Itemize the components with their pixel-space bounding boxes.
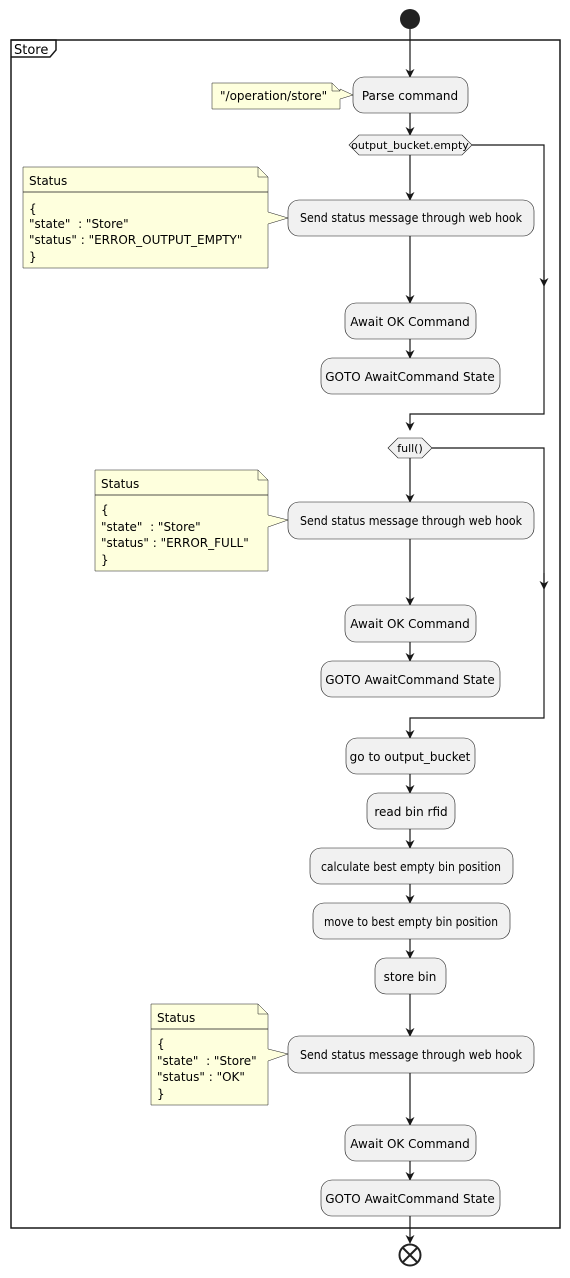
activity-send-status-1: Send status message through web hook (287, 199, 535, 237)
activity-goto-await-3: GOTO AwaitCommand State (320, 1179, 501, 1217)
activity-label: move to best empty bin position (324, 915, 498, 929)
note-line: { (29, 202, 37, 216)
activity-label: Send status message through web hook (300, 211, 522, 225)
note-status-empty: Status { "state" : "Store" "status" : "E… (22, 166, 289, 269)
activity-label: Parse command (362, 89, 458, 103)
activity-store-bin: store bin (374, 957, 447, 995)
note-line: } (101, 553, 109, 567)
partition-label: Store (14, 43, 48, 58)
activity-go-to-output-bucket: go to output_bucket (345, 737, 476, 775)
activity-label: go to output_bucket (350, 750, 471, 764)
note-line: } (29, 250, 37, 264)
activity-label: store bin (384, 970, 437, 984)
activity-calculate-best-empty: calculate best empty bin position (309, 847, 514, 885)
activity-label: GOTO AwaitCommand State (325, 673, 495, 687)
activity-label: GOTO AwaitCommand State (325, 1192, 495, 1206)
activity-label: Await OK Command (350, 1137, 470, 1151)
activity-label: Send status message through web hook (300, 1048, 522, 1062)
activity-send-status-3: Send status message through web hook (287, 1035, 535, 1074)
note-status-ok: Status { "state" : "Store" "status" : "O… (150, 1003, 289, 1106)
end-node (398, 1243, 422, 1267)
note-line: "status" : "OK" (157, 1070, 245, 1084)
note-line: { (101, 503, 109, 517)
note-status-full: Status { "state" : "Store" "status" : "E… (94, 469, 289, 572)
activity-parse-command: Parse command (352, 76, 469, 114)
activity-await-ok-3: Await OK Command (344, 1124, 477, 1162)
start-node (400, 9, 420, 29)
activity-label: GOTO AwaitCommand State (325, 370, 495, 384)
note-title: Status (157, 1011, 195, 1025)
activity-move-to-best-empty: move to best empty bin position (312, 902, 511, 940)
note-line: "state" : "Store" (29, 217, 129, 231)
decision-label: output_bucket.empty (351, 139, 469, 152)
partition-store: Store (10, 39, 561, 1229)
note-line: { (157, 1037, 165, 1051)
note-line: "status" : "ERROR_FULL" (101, 536, 249, 550)
activity-label: calculate best empty bin position (321, 860, 501, 874)
flow-connectors (405, 29, 549, 1244)
activity-await-ok-1: Await OK Command (344, 302, 477, 340)
note-text: "/operation/store" (220, 89, 327, 103)
activity-label: Await OK Command (350, 315, 470, 329)
decision-label: full() (397, 442, 423, 455)
activity-goto-await-2: GOTO AwaitCommand State (320, 660, 501, 698)
activity-read-bin-rfid: read bin rfid (366, 792, 456, 830)
activity-label: Send status message through web hook (300, 514, 522, 528)
note-line: "status" : "ERROR_OUTPUT_EMPTY" (29, 233, 242, 247)
activity-goto-await-1: GOTO AwaitCommand State (320, 357, 501, 395)
activity-await-ok-2: Await OK Command (344, 604, 477, 643)
note-line: } (157, 1087, 165, 1101)
note-operation-store: "/operation/store" (211, 82, 354, 110)
activity-label: Await OK Command (350, 617, 470, 631)
note-line: "state" : "Store" (101, 520, 201, 534)
note-title: Status (29, 174, 67, 188)
decision-full: full() (387, 437, 433, 459)
decision-output-bucket-empty: output_bucket.empty (348, 134, 473, 156)
activity-label: read bin rfid (374, 805, 447, 819)
activity-send-status-2: Send status message through web hook (287, 501, 535, 540)
note-title: Status (101, 477, 139, 491)
note-line: "state" : "Store" (157, 1054, 257, 1068)
